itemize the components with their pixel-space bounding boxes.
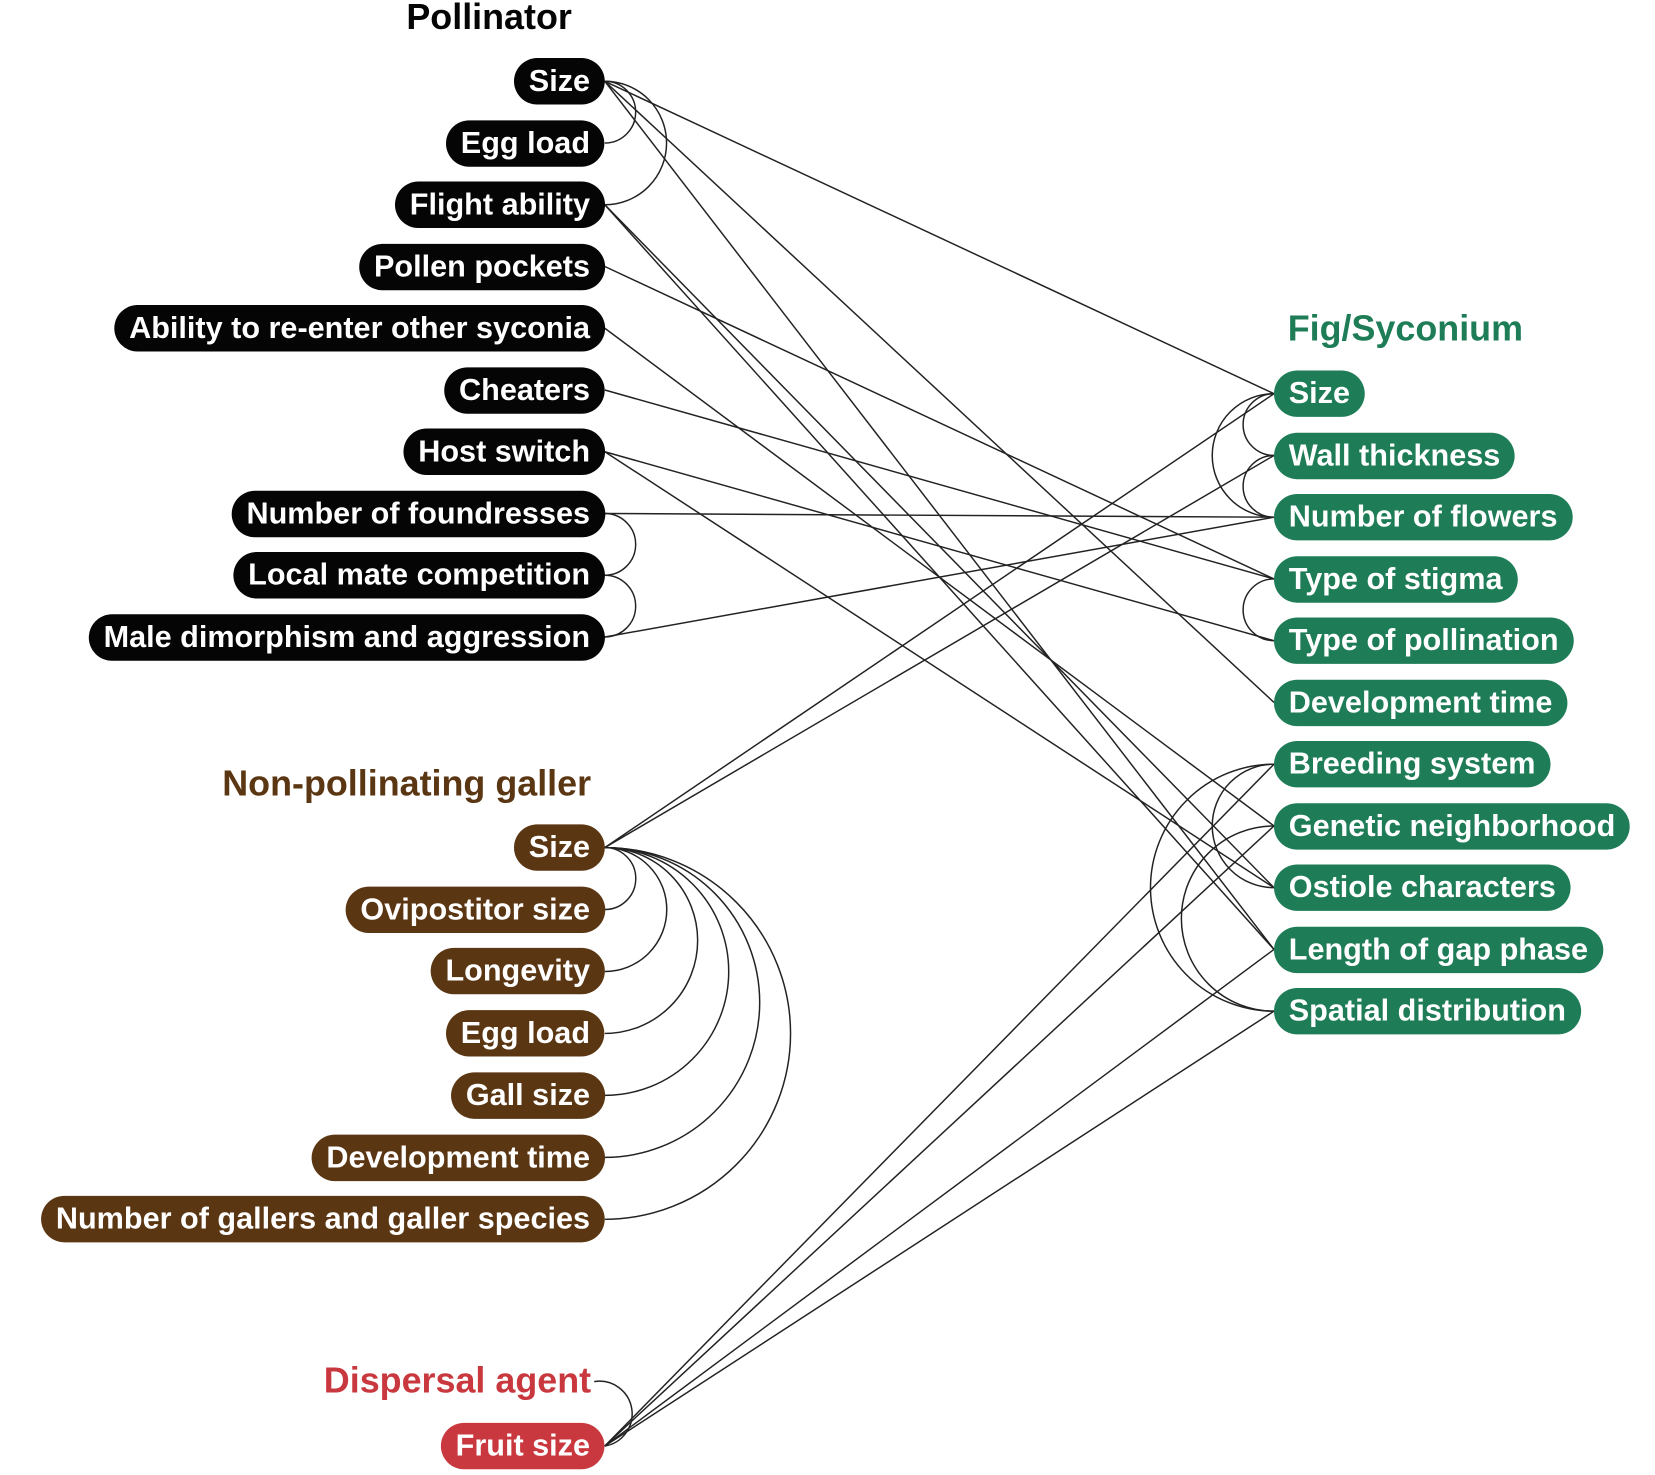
pollinator-node-local-mate-competition: Local mate competition — [233, 552, 605, 599]
link-line — [604, 393, 1275, 849]
galler-node-ovipostitor-size: Ovipostitor size — [345, 886, 605, 933]
link-line — [604, 80, 1275, 395]
link-line — [604, 516, 1275, 638]
left-arc — [594, 1380, 633, 1447]
link-line — [604, 265, 1275, 580]
dispersal-node-fruit-size: Fruit size — [440, 1422, 605, 1470]
left-arc — [604, 846, 730, 1097]
galler-node-size: Size — [513, 824, 605, 871]
left-arc — [604, 846, 761, 1159]
fig-node-genetic-neighborhood: Genetic neighborhood — [1273, 802, 1631, 850]
link-line — [604, 451, 1275, 642]
link-line — [604, 948, 1275, 1447]
fig-node-breeding-system: Breeding system — [1273, 740, 1551, 788]
fig-node-length-of-gap-phase: Length of gap phase — [1273, 926, 1603, 973]
left-arc — [604, 846, 668, 973]
left-arc — [604, 80, 637, 144]
right-arc — [1242, 454, 1274, 518]
link-line — [604, 454, 1275, 849]
pollinator-node-size: Size — [513, 58, 605, 105]
galler-title: Non-pollinating galler — [222, 763, 592, 804]
fig-node-wall-thickness: Wall thickness — [1273, 432, 1516, 479]
link-line — [604, 512, 1274, 518]
fig-node-type-of-pollination: Type of pollination — [1273, 617, 1574, 664]
galler-node-longevity: Longevity — [430, 948, 605, 995]
fig-node-spatial-distribution: Spatial distribution — [1273, 987, 1581, 1035]
link-line — [604, 763, 1275, 1447]
pollinator-title: Pollinator — [406, 0, 572, 38]
link-line — [604, 389, 1275, 580]
pollinator-node-egg-load: Egg load — [445, 119, 605, 167]
left-arc — [604, 846, 699, 1035]
fig-node-number-of-flowers: Number of flowers — [1273, 493, 1573, 541]
right-arc — [1211, 392, 1274, 518]
left-arc — [604, 574, 637, 638]
pollinator-node-male-dimorphism-and-aggression: Male dimorphism and aggression — [88, 613, 605, 661]
link-line — [604, 825, 1275, 1447]
galler-node-gall-size: Gall size — [451, 1072, 605, 1119]
left-arc — [604, 846, 637, 911]
link-line — [604, 1010, 1275, 1447]
fig-node-type-of-stigma: Type of stigma — [1273, 555, 1518, 603]
right-arc — [1242, 392, 1274, 457]
fig-node-size: Size — [1273, 370, 1365, 417]
pollinator-node-cheaters: Cheaters — [444, 366, 605, 414]
fig-title: Fig/Syconium — [1287, 308, 1524, 349]
left-arc — [604, 846, 792, 1221]
right-arc — [1149, 763, 1274, 1012]
link-line — [604, 451, 1275, 889]
fig-node-development-time: Development time — [1273, 679, 1568, 726]
galler-node-development-time: Development time — [311, 1134, 605, 1181]
galler-node-egg-load: Egg load — [445, 1010, 605, 1057]
link-line — [604, 80, 1275, 703]
pollinator-node-pollen-pockets: Pollen pockets — [359, 243, 605, 290]
dispersal-title: Dispersal agent — [323, 1361, 592, 1402]
left-arc — [604, 512, 637, 576]
galler-node-number-of-gallers-and-galler-species: Number of gallers and galler species — [41, 1196, 605, 1243]
pollinator-node-ability-to-re-enter-other-syconia: Ability to re-enter other syconia — [114, 305, 605, 352]
pollinator-node-flight-ability: Flight ability — [394, 181, 605, 228]
right-arc — [1242, 578, 1274, 642]
left-arc — [604, 80, 668, 206]
right-arc — [1180, 825, 1274, 1012]
pollinator-node-host-switch: Host switch — [403, 428, 605, 475]
pollinator-node-number-of-foundresses: Number of foundresses — [231, 490, 605, 537]
right-arc — [1211, 763, 1274, 889]
fig-node-ostiole-characters: Ostiole characters — [1273, 864, 1571, 911]
